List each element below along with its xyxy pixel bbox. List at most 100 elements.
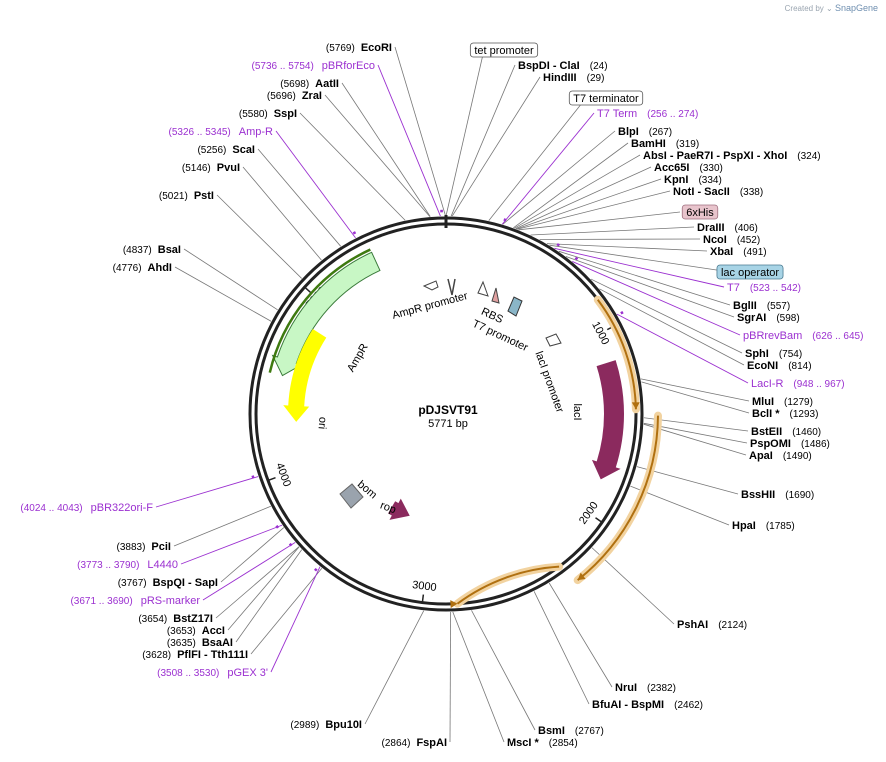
site-position: (5256) [197,145,226,156]
primer-range: (523 .. 542) [750,283,801,294]
rbs-icon [491,287,500,304]
primer-range: (948 .. 967) [793,379,844,390]
plasmid-length: 5771 bp [428,418,468,430]
tick-mark [267,476,276,482]
site-position: (334) [698,175,721,186]
small-feature-glyphs [339,278,562,509]
t7-promoter-arrow-icon [477,280,489,297]
site-label: BlpI [618,126,639,138]
site-position: (5021) [159,191,188,202]
tick-label: 4000 [273,461,293,488]
feature-box-label: tet promoter [474,45,534,57]
orf-line [596,299,637,410]
site-label: SgrAI [737,312,766,324]
site-position: (1293) [790,409,819,420]
site-label: DraIII [697,222,725,234]
site-label: KpnI [664,174,688,186]
feature-box [681,204,719,220]
inner-feature-label: AmpR [345,342,371,375]
site-position: (1486) [801,439,830,450]
snapgene-logo-icon: ⌄ [826,4,833,13]
primer-bar [620,310,624,315]
primer-label: pBR322ori-F [91,502,154,514]
feature-leader-line [445,49,485,217]
site-label: BglII [733,300,757,312]
site-leader-line [452,611,505,743]
site-position: (1460) [792,427,821,438]
site-position: (3628) [142,650,171,661]
primer-bar [251,475,255,479]
primer-bar [288,542,293,547]
site-position: (754) [779,349,802,360]
primer-leader-line [155,476,259,508]
plasmid-name: pDJSVT91 [418,403,478,417]
site-label: AbsI - PaeR7I - PspXI - XhoI [643,150,787,162]
tick-label: 1000 [589,320,611,347]
site-leader-line [590,278,743,354]
primer-leader-line [275,130,356,239]
site-label: BclI * [752,408,780,420]
site-position: (330) [699,163,722,174]
site-label: HindIII [543,72,577,84]
tick-mark [421,594,425,603]
site-leader-line [516,178,662,230]
site-position: (2989) [290,720,319,731]
site-label: BssHII [741,489,775,501]
site-leader-line [174,266,272,322]
site-label: NcoI [703,234,727,246]
site-position: (5146) [182,163,211,174]
site-leader-line [548,582,613,688]
primer-label: T7 Term [597,108,637,120]
primer-bar [574,256,579,261]
site-label: PspOMI [750,438,791,450]
primer-range: (3508 .. 3530) [157,668,219,679]
site-leader-line [227,546,300,631]
site-leader-line [533,591,590,705]
primer-leader-line [616,313,749,384]
leader-lines [155,46,750,743]
site-leader-line [514,154,641,229]
orf-arrowhead [450,600,458,609]
site-leader-line [515,166,652,230]
snapgene-brand-text: SnapGene [834,3,878,13]
ampr-promoter-arrow-icon [422,280,439,291]
site-label: NotI - SacII [673,186,730,198]
site-leader-line [250,567,323,655]
site-label: PstI [194,190,214,202]
primer-bar [556,243,561,247]
snapgene-watermark: Created by ⌄ SnapGene [785,3,878,13]
site-labels: EcoRI(5769)BspDI - ClaI(24)HindIII(29)Bl… [20,42,863,749]
site-position: (2864) [382,738,411,749]
site-leader-line [324,94,431,217]
site-label: PshAI [677,619,708,631]
site-position: (24) [590,61,608,72]
site-leader-line [341,82,431,217]
site-leader-line [183,248,278,311]
inner-feature-label: rop [379,500,398,517]
site-leader-line [235,549,303,643]
site-position: (814) [788,361,811,372]
feature-box-label: 6xHis [686,207,714,219]
plasmid-center-title: pDJSVT91 5771 bp [418,403,478,430]
site-label: ScaI [232,144,255,156]
feature-arrow-ori [283,328,327,422]
orf-arrows [450,295,662,609]
inner-feature-label: AmpR promoter [391,290,469,322]
site-label: MluI [752,396,774,408]
feature-leader-line [549,244,731,273]
site-leader-line [449,611,452,743]
site-leader-line [215,546,300,619]
site-leader-line [216,194,302,279]
tick-mark [304,286,312,294]
site-position: (557) [767,301,790,312]
site-position: (338) [740,187,763,198]
site-position: (5696) [267,91,296,102]
tick-label: 3000 [411,579,437,594]
site-position: (598) [776,313,799,324]
site-label: BamHI [631,138,666,150]
primer-label: pRS-marker [141,595,201,607]
site-position: (1785) [766,521,795,532]
site-label: ApaI [749,450,773,462]
tick-mark [595,517,603,523]
